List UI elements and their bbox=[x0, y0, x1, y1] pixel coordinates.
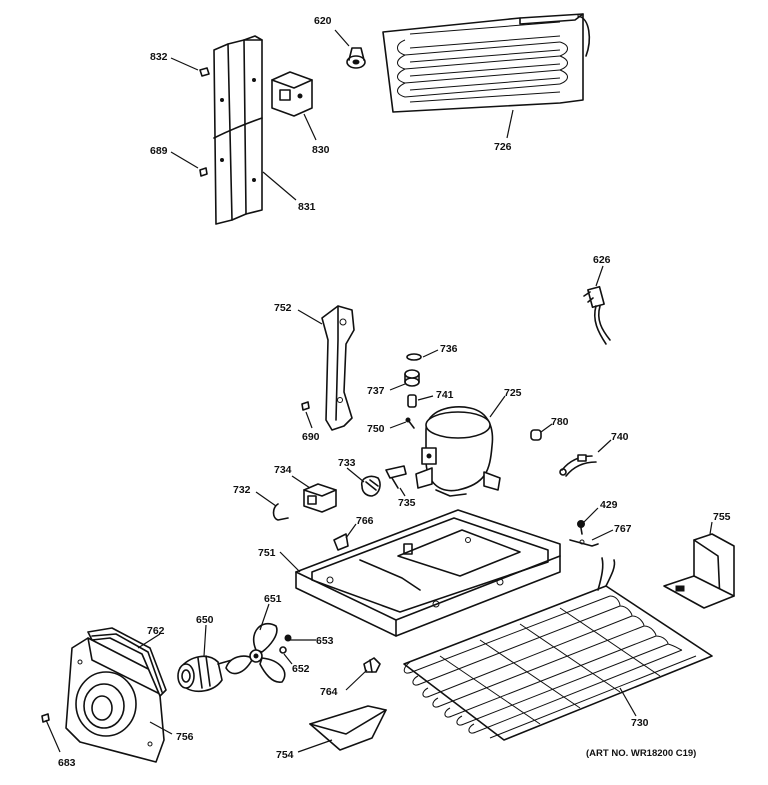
label-766: 766 bbox=[356, 515, 374, 527]
label-650: 650 bbox=[196, 614, 214, 626]
nut-653 bbox=[284, 634, 292, 642]
harness-740 bbox=[559, 454, 597, 477]
label-690: 690 bbox=[302, 431, 320, 443]
label-762: 762 bbox=[147, 625, 165, 637]
clip-767 bbox=[569, 539, 599, 547]
label-767: 767 bbox=[614, 523, 632, 535]
label-756: 756 bbox=[176, 731, 194, 743]
coil-730 bbox=[403, 557, 713, 741]
label-652: 652 bbox=[292, 663, 310, 675]
clip-766 bbox=[333, 533, 349, 551]
label-725: 725 bbox=[504, 387, 522, 399]
label-734: 734 bbox=[274, 464, 292, 476]
part-733 bbox=[360, 475, 381, 497]
label-733: 733 bbox=[338, 457, 356, 469]
label-653: 653 bbox=[316, 635, 334, 647]
drain-pan-754 bbox=[309, 705, 387, 751]
label-429: 429 bbox=[600, 499, 618, 511]
screw-750 bbox=[405, 417, 415, 429]
bracket-755 bbox=[663, 533, 735, 609]
grommet-737 bbox=[404, 369, 420, 387]
label-740: 740 bbox=[611, 431, 629, 443]
screw-690 bbox=[301, 401, 310, 411]
label-737: 737 bbox=[367, 385, 385, 397]
power-cord bbox=[583, 285, 611, 345]
label-750: 750 bbox=[367, 423, 385, 435]
machine-compartment-base bbox=[295, 509, 561, 637]
condenser-coil bbox=[382, 13, 591, 113]
label-752: 752 bbox=[274, 302, 292, 314]
compressor bbox=[415, 406, 501, 497]
label-626: 626 bbox=[593, 254, 611, 266]
part-620-grommet bbox=[346, 47, 366, 69]
label-726: 726 bbox=[494, 141, 512, 153]
label-754: 754 bbox=[276, 749, 294, 761]
label-736: 736 bbox=[440, 343, 458, 355]
screw-429 bbox=[577, 520, 585, 535]
label-732: 732 bbox=[233, 484, 251, 496]
fan-blade bbox=[225, 623, 286, 683]
retainer-652 bbox=[279, 646, 287, 654]
sleeve-741 bbox=[407, 394, 417, 408]
label-689: 689 bbox=[150, 145, 168, 157]
channel-bracket bbox=[213, 35, 263, 225]
label-780: 780 bbox=[551, 416, 569, 428]
fan-motor bbox=[177, 655, 233, 693]
label-620: 620 bbox=[314, 15, 332, 27]
screw-832 bbox=[199, 67, 210, 77]
label-741: 741 bbox=[436, 389, 454, 401]
part-labels: 620 832 830 689 831 726 626 752 736 737 … bbox=[58, 15, 731, 769]
relay-734 bbox=[303, 483, 337, 513]
label-730: 730 bbox=[631, 717, 649, 729]
part-735 bbox=[385, 465, 407, 489]
art-number: (ART NO. WR18200 C19) bbox=[586, 748, 696, 759]
screw-689 bbox=[199, 167, 208, 177]
label-751: 751 bbox=[258, 547, 276, 559]
leader-lines bbox=[45, 29, 713, 753]
label-683: 683 bbox=[58, 757, 76, 769]
clip-736 bbox=[406, 353, 422, 361]
compressor-bracket bbox=[321, 305, 355, 431]
fan-shroud bbox=[65, 637, 165, 763]
label-832: 832 bbox=[150, 51, 168, 63]
label-735: 735 bbox=[398, 497, 416, 509]
label-764: 764 bbox=[320, 686, 338, 698]
screw-683 bbox=[41, 713, 50, 723]
relay-830 bbox=[271, 71, 313, 117]
label-651: 651 bbox=[264, 593, 282, 605]
clip-732 bbox=[272, 503, 289, 521]
clip-780 bbox=[530, 429, 542, 441]
shroud-strip bbox=[87, 627, 167, 697]
label-831: 831 bbox=[298, 201, 316, 213]
label-755: 755 bbox=[713, 511, 731, 523]
label-830: 830 bbox=[312, 144, 330, 156]
